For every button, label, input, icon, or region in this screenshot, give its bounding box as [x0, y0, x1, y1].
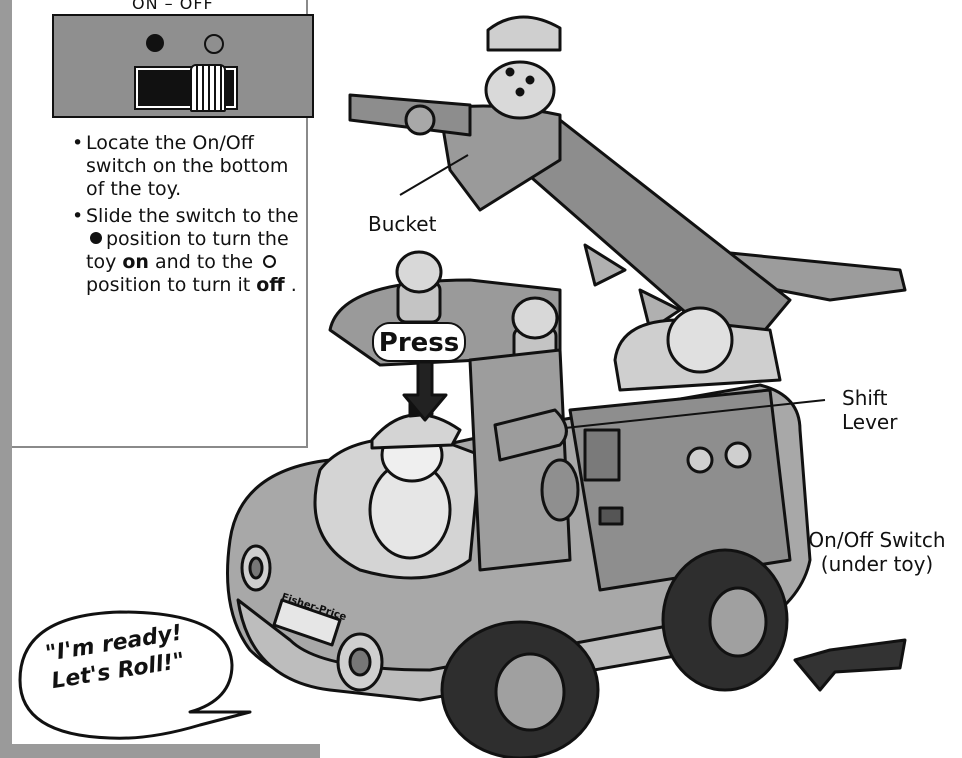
- on-off-switch-label-line2: (under toy): [820, 552, 934, 576]
- dalmatian-spot-3: [515, 87, 525, 97]
- off-dot-icon: [204, 34, 224, 54]
- instruction-list: •Locate the On/Off switch on the bottom …: [72, 132, 312, 301]
- bucket-pointer: [399, 154, 469, 196]
- instruction-text: position to turn the toy: [86, 228, 289, 273]
- bucket-label: Bucket: [368, 212, 437, 236]
- bucket-handle-end: [404, 104, 436, 136]
- firefighter-helmet: [370, 413, 462, 450]
- instruction-text: .: [290, 274, 297, 296]
- headlight-left-inner: [248, 556, 264, 580]
- gauge-right: [724, 441, 752, 469]
- on-off-switch-label: On/Off Switch (under toy): [792, 528, 962, 576]
- siren-light-right: [511, 296, 559, 340]
- cab-panel: [568, 388, 792, 592]
- slide-switch-track: [134, 64, 238, 112]
- switch-arrow-icon: [793, 638, 907, 692]
- switch-instructions-panel: ON – OFF •Locate the On/Off switch on th…: [12, 0, 314, 448]
- rear-wheel-hub: [708, 586, 768, 658]
- dalmatian-helmet: [486, 15, 562, 52]
- instruction-text: Slide the switch to the: [86, 205, 299, 227]
- shift-lever-base: [540, 458, 580, 522]
- on-off-switch-label-line1: On/Off Switch: [808, 528, 946, 552]
- instruction-emphasis: on: [122, 251, 149, 273]
- instruction-item: •Locate the On/Off switch on the bottom …: [72, 132, 312, 201]
- siren-light-left: [395, 250, 443, 294]
- shift-lever-label-line2: Lever: [842, 410, 898, 434]
- cab-window: [583, 428, 621, 482]
- page-frame-left: [0, 0, 12, 758]
- on-dot-icon: [146, 34, 164, 52]
- cab-pillar: [468, 348, 572, 572]
- switch-diagram: [52, 14, 314, 118]
- speech-bubble: [18, 610, 252, 740]
- button-knob: [598, 506, 624, 526]
- instruction-text: Locate the On/Off switch on the bottom o…: [86, 132, 289, 200]
- slide-switch-knob: [190, 64, 226, 112]
- front-wheel-hub: [494, 652, 566, 732]
- shift-lever: [493, 408, 568, 462]
- turntable-cap: [666, 306, 734, 374]
- bullet-icon: •: [72, 132, 84, 154]
- page-frame-bottom: [0, 744, 320, 758]
- instruction-emphasis: off: [256, 274, 285, 296]
- headlight-right-inner: [348, 647, 372, 677]
- instruction-item: •Slide the switch to the position to tur…: [72, 205, 312, 297]
- empty-dot-icon: [263, 254, 277, 268]
- brand-badge: [272, 598, 342, 647]
- shift-lever-label-line1: Shift: [842, 386, 888, 410]
- bullet-icon: •: [72, 205, 84, 227]
- ladder-triangle-1: [583, 243, 627, 287]
- press-label: Press: [372, 322, 466, 362]
- switch-heading: ON – OFF: [132, 0, 214, 13]
- filled-dot-icon: [90, 232, 102, 244]
- shift-lever-label: Shift Lever: [842, 386, 897, 434]
- gauge-left: [686, 446, 714, 474]
- press-arrow-icon: [402, 360, 448, 422]
- instruction-text: position to turn it: [86, 274, 251, 296]
- dalmatian-spot-2: [525, 75, 535, 85]
- dalmatian-spot-1: [505, 67, 515, 77]
- instruction-text: and to the: [155, 251, 254, 273]
- shift-lever-pointer: [564, 399, 826, 429]
